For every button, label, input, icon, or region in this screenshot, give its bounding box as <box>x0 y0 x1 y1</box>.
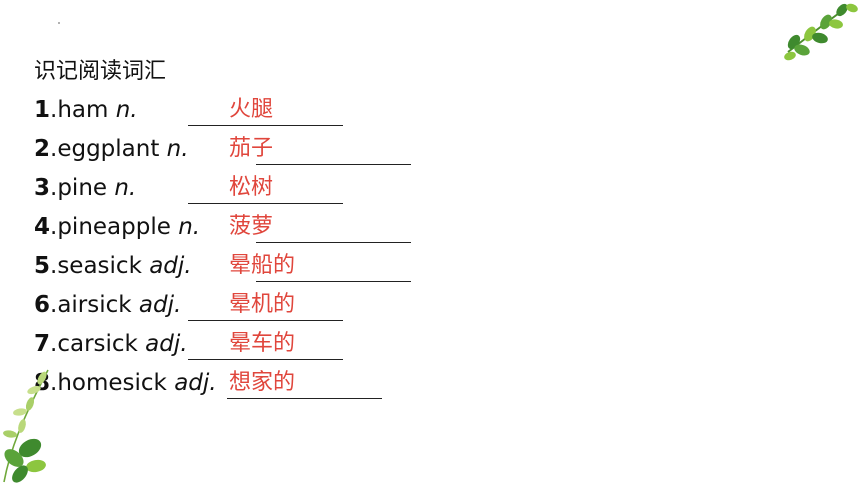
answer-blank <box>188 125 343 126</box>
leaf-branch-icon <box>784 3 858 61</box>
item-pos: adj. <box>145 331 188 357</box>
vocab-row: 1.ham n. <box>34 94 138 126</box>
item-word: .carsick <box>50 331 146 357</box>
item-pos: n. <box>114 175 137 201</box>
answer-blank <box>256 281 411 282</box>
item-number: 6 <box>34 292 51 318</box>
answer-text: 晕船的 <box>229 253 296 278</box>
answer-blank <box>188 359 343 360</box>
vocab-row: 2.eggplant n. <box>34 133 189 165</box>
answer-text: 松树 <box>229 175 274 200</box>
answer-blank <box>188 203 343 204</box>
item-number: 3 <box>34 175 51 201</box>
item-pos: n. <box>115 97 138 123</box>
answer-text: 菠萝 <box>229 214 274 239</box>
item-word: .homesick <box>50 370 175 396</box>
answer-blank <box>256 164 411 165</box>
item-word: .airsick <box>50 292 139 318</box>
item-pos: n. <box>166 136 189 162</box>
answer-blank <box>256 242 411 243</box>
item-word: .ham <box>50 97 116 123</box>
answer-text: 想家的 <box>229 370 296 395</box>
answer-blank <box>227 398 382 399</box>
vocab-row: 5.seasick adj. <box>34 250 192 282</box>
item-word: .seasick <box>50 253 150 279</box>
item-number: 2 <box>34 136 51 162</box>
answer-text: 晕机的 <box>229 292 296 317</box>
answer-blank <box>188 320 343 321</box>
item-pos: n. <box>178 214 201 240</box>
item-number: 7 <box>34 331 51 357</box>
item-pos: adj. <box>149 253 192 279</box>
answer-text: 晕车的 <box>229 331 296 356</box>
vocab-row: 3.pine n. <box>34 172 136 204</box>
item-number: 4 <box>34 214 51 240</box>
decor-dot <box>58 22 60 24</box>
vocab-row: 6.airsick adj. <box>34 289 181 321</box>
vocab-row: 4.pineapple n. <box>34 211 200 243</box>
item-pos: adj. <box>138 292 182 318</box>
item-word: .eggplant <box>50 136 167 162</box>
item-pos: adj. <box>174 370 217 396</box>
item-word: .pine <box>50 175 115 201</box>
section-heading: 识记阅读词汇 <box>34 59 167 84</box>
leaf-branch-icon <box>3 369 49 483</box>
vocab-row: 7.carsick adj. <box>34 328 188 360</box>
item-word: .pineapple <box>50 214 179 240</box>
item-number: 5 <box>34 253 51 279</box>
answer-text: 火腿 <box>229 97 274 122</box>
item-number: 1 <box>34 97 51 123</box>
answer-text: 茄子 <box>229 136 274 161</box>
